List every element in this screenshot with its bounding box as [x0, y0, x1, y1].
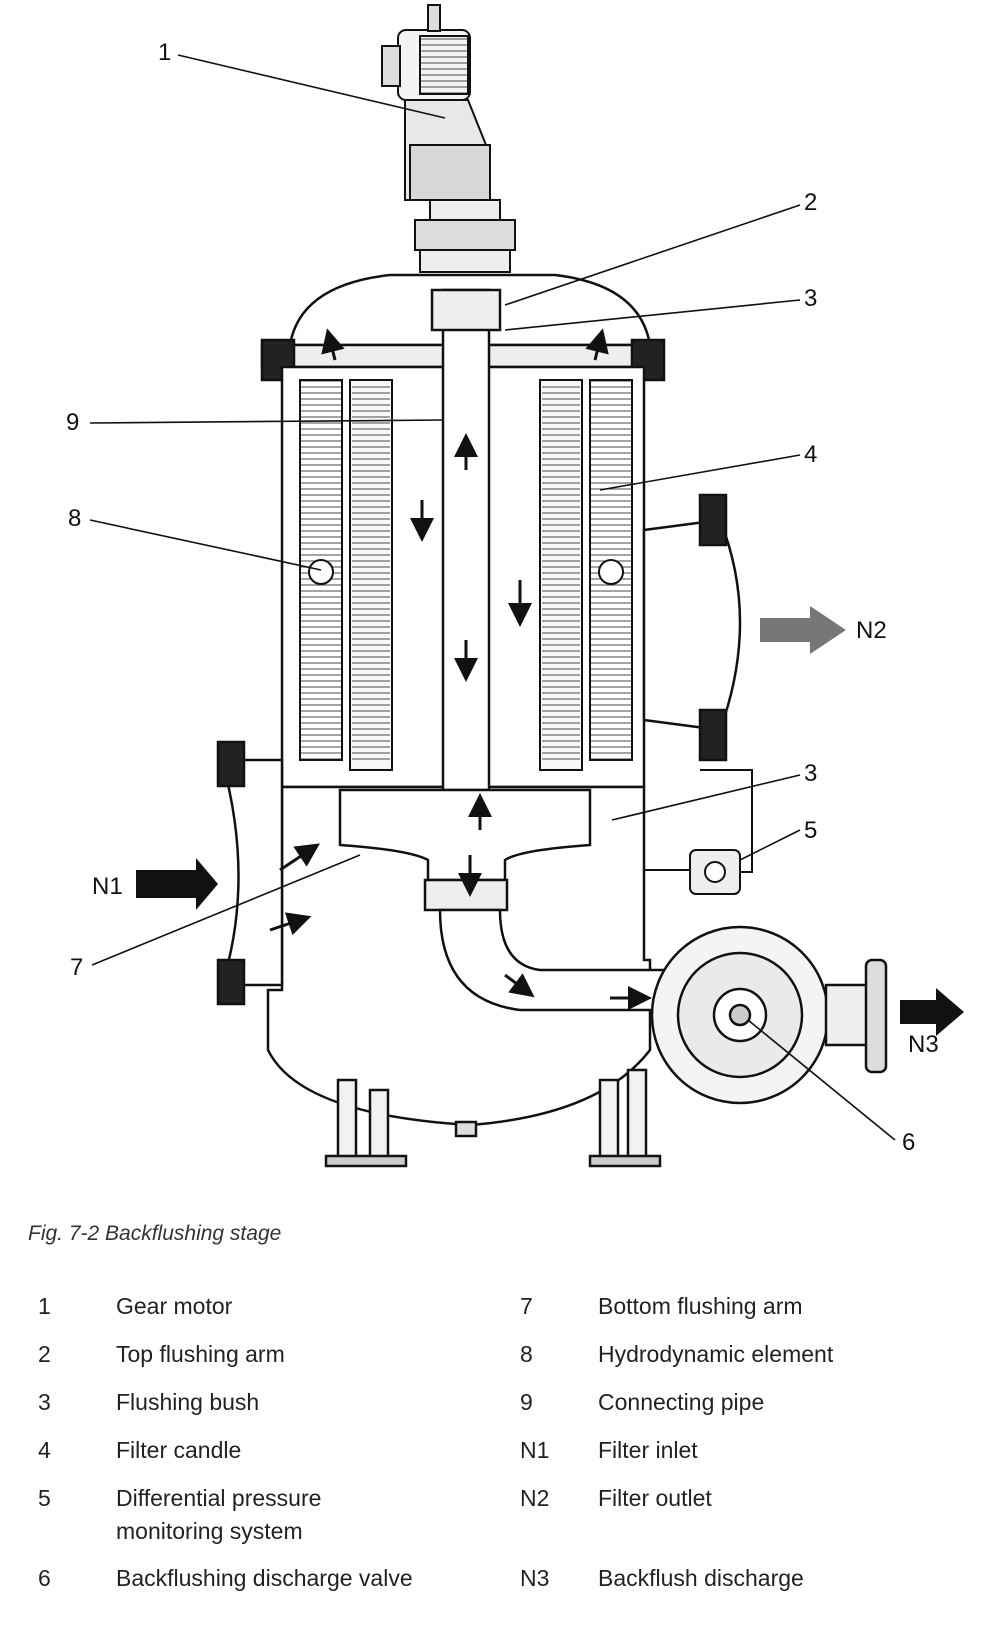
legend-label: Backflushing discharge valve [116, 1565, 413, 1591]
callout-5: 5 [804, 817, 817, 844]
legend-key: 7 [520, 1293, 533, 1319]
legend-label: Bottom flushing arm [598, 1293, 803, 1319]
legend-label: Differential pressure monitoring system [116, 1485, 322, 1544]
filter-diagram: 1 2 3 9 4 8 N2 3 5 N1 7 N3 6 [66, 4, 964, 1168]
legend-label: Flushing bush [116, 1389, 260, 1415]
flow-arrows [136, 328, 964, 1036]
callout-3-bottom: 3 [804, 760, 817, 787]
arrow-n1 [136, 858, 218, 910]
inlet-n1 [216, 740, 284, 1006]
callout-n1: N1 [92, 873, 123, 900]
legend-key: 1 [38, 1293, 51, 1319]
callout-7: 7 [70, 954, 83, 981]
legend-key: N2 [520, 1485, 550, 1511]
callout-1: 1 [158, 39, 171, 66]
figure-caption: Fig. 7-2 Backflushing stage [28, 1222, 282, 1245]
legend-key: 9 [520, 1389, 533, 1415]
arrow-n3 [900, 988, 964, 1036]
callout-n2: N2 [856, 617, 887, 644]
leader-lines [89, 54, 896, 1141]
callout-4: 4 [804, 441, 817, 468]
callout-n3: N3 [908, 1031, 939, 1058]
legend-label: Hydrodynamic element [598, 1341, 834, 1367]
legend-key: 6 [38, 1565, 51, 1591]
legend-label: Gear motor [116, 1293, 233, 1319]
callout-9: 9 [66, 409, 79, 436]
callout-6: 6 [902, 1129, 915, 1156]
legend-key: N3 [520, 1565, 550, 1591]
legend-key: 3 [38, 1389, 51, 1415]
outlet-n2 [642, 493, 742, 762]
backflushing-discharge-valve [438, 908, 888, 1105]
arrow-n2 [760, 606, 846, 654]
callout-2: 2 [804, 189, 817, 216]
legend-label: Connecting pipe [598, 1389, 765, 1415]
gear-motor [381, 4, 516, 273]
differential-pressure-monitor [644, 769, 753, 895]
connecting-pipe [338, 288, 592, 912]
filter-candles [299, 379, 633, 771]
legend-label: Backflush discharge [598, 1565, 804, 1591]
legend-key: 5 [38, 1485, 51, 1511]
callout-8: 8 [68, 505, 81, 532]
legend-label: Filter outlet [598, 1485, 712, 1511]
legend-key: 4 [38, 1437, 51, 1463]
legend-key: 2 [38, 1341, 51, 1367]
callout-3-top: 3 [804, 285, 817, 312]
legend-key: 8 [520, 1341, 533, 1367]
legend-label: Filter inlet [598, 1437, 698, 1463]
legend-label: Top flushing arm [116, 1341, 285, 1367]
legend-label: Filter candle [116, 1437, 242, 1463]
legend-key: N1 [520, 1437, 550, 1463]
